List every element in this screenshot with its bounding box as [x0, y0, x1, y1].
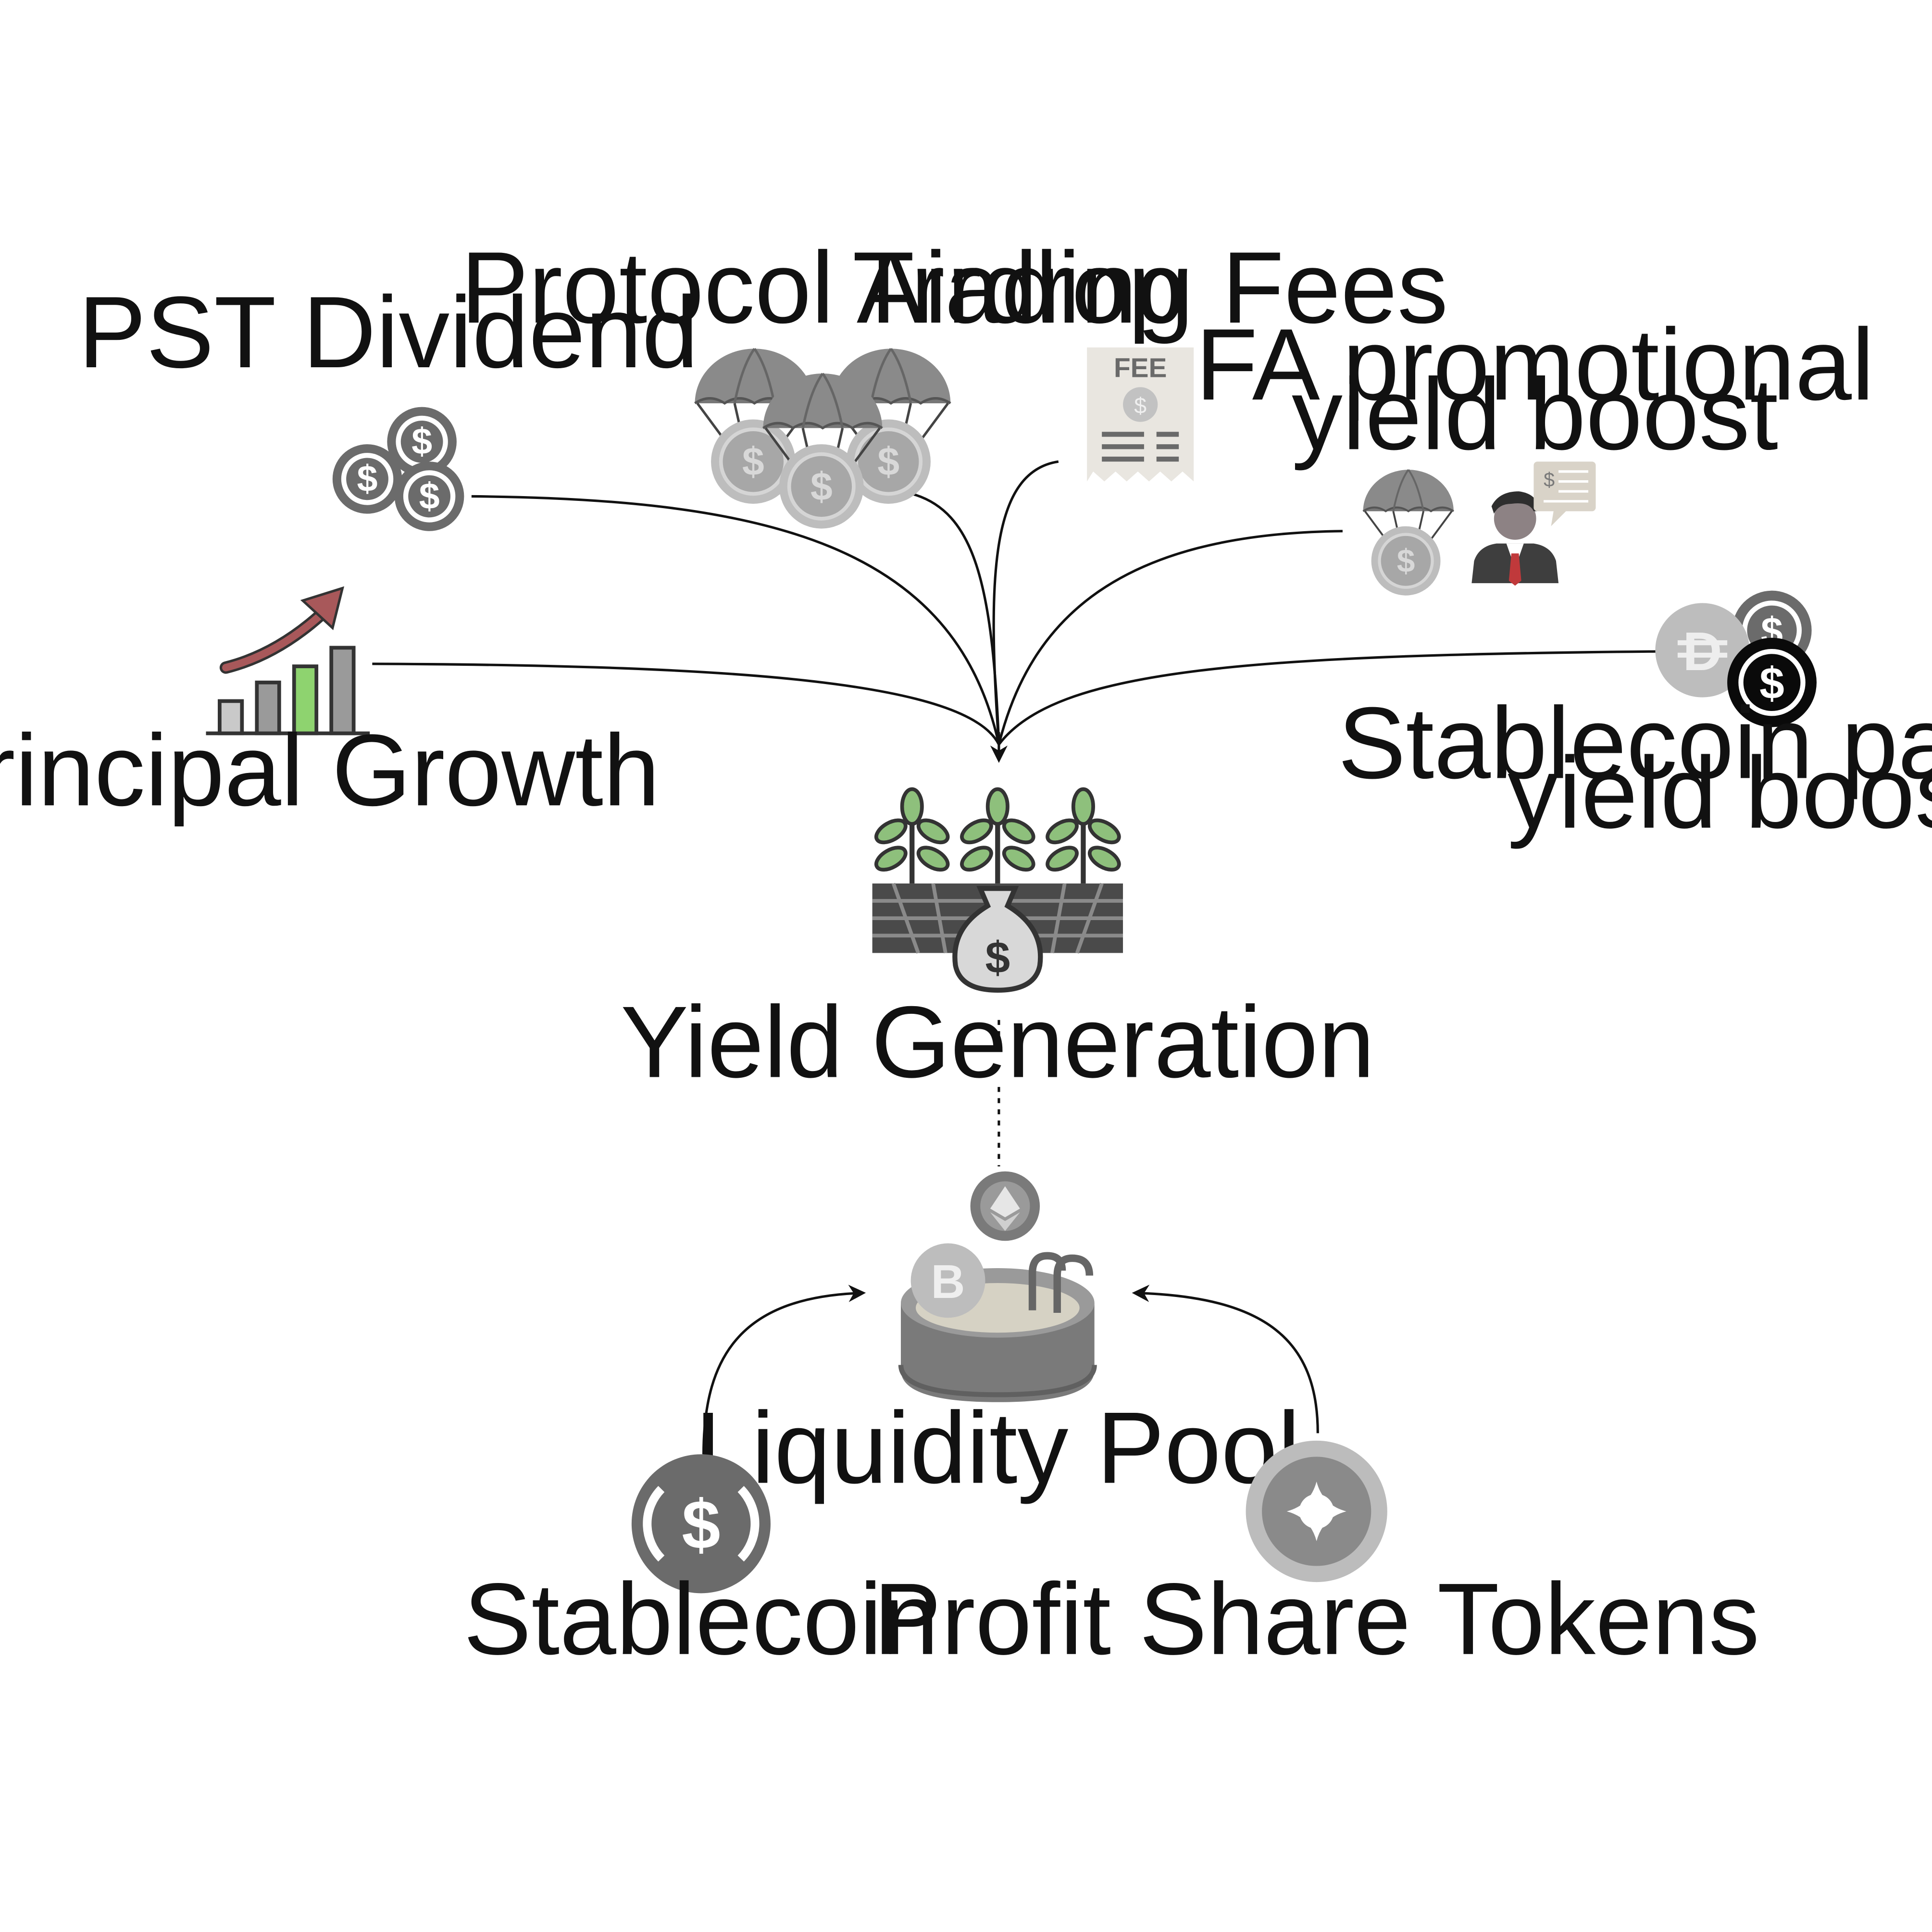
pool-icon [898, 1252, 1097, 1402]
edge-stablecoin-to-pool [702, 1284, 866, 1455]
principal-growth-label: Principal Growth [0, 713, 660, 827]
trading-fees-node: FEE $ Trading Fees [852, 230, 1448, 482]
pst-dividend-label: PST Dividend [78, 275, 698, 389]
parachute-coin-icon [1362, 469, 1455, 596]
svg-text:$: $ [1544, 469, 1555, 491]
protocol-airdrop-label: Protocol Airdrop [461, 230, 1184, 344]
sprout-middle [960, 787, 1035, 884]
edge-stablecoin-partner [997, 650, 1657, 746]
parachute-coins-icon [695, 349, 950, 528]
svg-text:$: $ [985, 933, 1010, 983]
pst-dividend-node: PST Dividend [78, 275, 698, 531]
protocol-airdrop-node: Protocol Airdrop [461, 230, 1184, 528]
coins-icon [333, 407, 464, 531]
money-farm-icon: $ [872, 787, 1123, 993]
stablecoin-partner-label-line2: yield boost [1508, 735, 1932, 849]
usdc-coin-large-icon: $ [631, 1454, 771, 1594]
ethereum-coin-icon [970, 1171, 1040, 1241]
edge-principal-growth [372, 662, 1000, 745]
svg-text:D: D [1683, 621, 1722, 682]
fa-promotional-node: $ FA promotional yield boost [1196, 307, 1874, 596]
sprout-right [1046, 787, 1121, 884]
liquidity-pool-label: Liquidity Pool [695, 1391, 1300, 1505]
money-bag-icon: $ [952, 886, 1043, 993]
stablecoin-partner-node: $ D $ Stablecoin partner yield boost [1338, 590, 1932, 849]
stablecoin-label: Stablecoin [463, 1562, 938, 1676]
profit-share-tokens-label: Profit Share Tokens [873, 1562, 1759, 1676]
svg-text:$: $ [1134, 393, 1147, 418]
svg-text:$: $ [682, 1485, 720, 1563]
fa-promotional-label-line2: yield boost [1292, 357, 1778, 471]
dai-coin-icon: D [1655, 603, 1750, 698]
pst-token-icon [1246, 1440, 1387, 1583]
fee-receipt-text: FEE [1114, 353, 1167, 384]
liquidity-pool-node: B Liquidity Pool [695, 1171, 1300, 1505]
edge-trading-fees [992, 460, 1059, 745]
businessman-icon: $ [1471, 461, 1596, 586]
connectors [372, 460, 1657, 1455]
usdc-black-coin-icon: $ [1727, 637, 1817, 727]
svg-text:$: $ [1759, 658, 1784, 708]
edge-pst-dividend [471, 495, 1000, 745]
profit-share-tokens-node: Profit Share Tokens [873, 1440, 1759, 1676]
growth-chart-icon [206, 586, 370, 735]
edge-fa-promotional [997, 530, 1343, 745]
sprout-left [874, 787, 950, 884]
bitcoin-coin-icon: B [910, 1243, 985, 1318]
fee-receipt-icon: FEE $ [1087, 347, 1194, 482]
svg-text:B: B [931, 1255, 965, 1308]
fa-promotional-label-line1: FA promotional [1196, 307, 1874, 421]
edge-pst-to-pool [1132, 1284, 1319, 1433]
stablecoin-node: $ Stablecoin [463, 1454, 939, 1676]
yield-generation-node: $ Yield Generation [621, 787, 1375, 1099]
edge-protocol-airdrop [911, 492, 1000, 745]
trading-fees-label: Trading Fees [852, 230, 1448, 344]
yield-generation-label: Yield Generation [621, 985, 1375, 1099]
principal-growth-node: Principal Growth [0, 586, 660, 827]
stablecoin-partner-label-line1: Stablecoin partner [1338, 686, 1932, 799]
